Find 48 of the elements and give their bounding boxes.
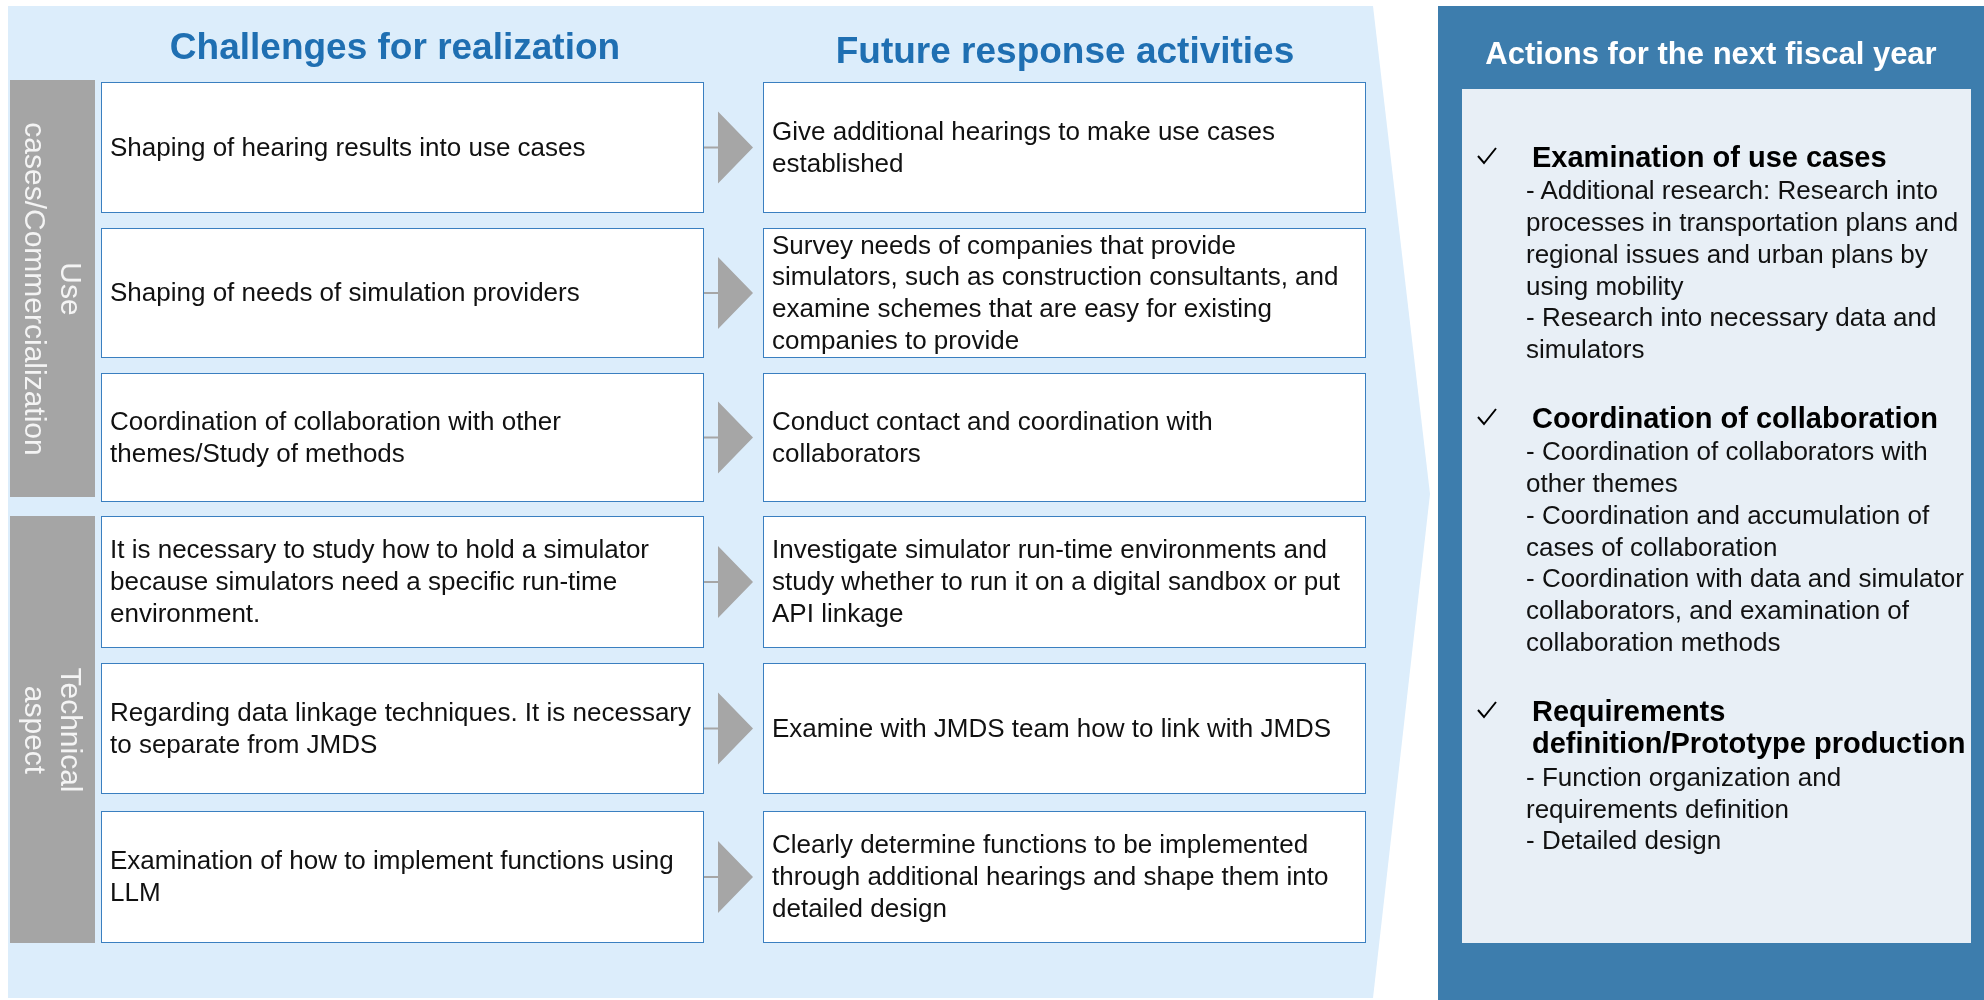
arrow xyxy=(704,111,753,184)
text-box xyxy=(101,516,704,648)
text-box xyxy=(763,811,1366,943)
arrow xyxy=(704,401,753,474)
list-item: - Detailed design xyxy=(1525,825,1723,858)
box-text: Conduct contact and coordination with collaborators xyxy=(772,405,1214,470)
arrow xyxy=(704,257,753,329)
text-box xyxy=(101,228,704,358)
text-box xyxy=(101,82,704,213)
text-box xyxy=(763,516,1366,648)
category-label-bar xyxy=(10,80,95,497)
box-text: Examination of how to implement functions using LLM xyxy=(110,845,675,909)
section-heading: Requirements definition/Prototype production xyxy=(1462,695,1971,760)
box-text: Coordination of collaboration with other themes/Study of methods xyxy=(110,405,562,470)
column-heading: Future response activities xyxy=(835,30,1295,72)
box-text: Examine with JMDS team how to link with JMDS xyxy=(772,712,1332,745)
box-text: It is necessary to study how to hold a simulator because simulators need a specific run-time environment. xyxy=(110,534,651,630)
arrow xyxy=(704,546,753,618)
section-heading: Coordination of collaboration xyxy=(1462,402,1971,435)
box-text: Shaping of hearing results into use cases xyxy=(110,131,586,164)
box-text: Regarding data linkage techniques. It is necessary to separate from JMDS xyxy=(110,696,692,761)
box-text: Shaping of needs of simulation providers xyxy=(110,277,580,309)
box-text: Give additional hearings to make use cases established xyxy=(772,115,1276,180)
actions-list-panel xyxy=(1462,89,1971,943)
box-text: Clearly determine functions to be implemented through additional hearings and shape them into detailed design xyxy=(772,829,1330,925)
actions-panel xyxy=(1438,6,1984,1000)
text-box xyxy=(101,373,704,502)
panel-title: Actions for the next fiscal year xyxy=(1484,36,1938,72)
list-item: - Research into necessary data and simulators xyxy=(1525,302,1938,366)
section-heading: Examination of use cases xyxy=(1462,141,1971,174)
text-box xyxy=(101,663,704,794)
list-item: - Function organization and requirements definition xyxy=(1525,761,1843,826)
list-item: - Coordination and accumulation of cases of collaboration xyxy=(1525,499,1931,564)
category-label-bar xyxy=(10,516,95,943)
category-label: Use cases/Commercialization xyxy=(17,121,89,456)
list-item: - Coordination of collaborators with other themes xyxy=(1525,436,1929,500)
box-text: Survey needs of companies that provide simulators, such as construction consultants, and examine schemes that are easy for existing companies to provide xyxy=(772,229,1340,357)
box-text: Investigate simulator run-time environments and study whether to run it on a digital sandbox or put API linkage xyxy=(772,534,1341,630)
text-box xyxy=(101,811,704,943)
list-item: - Coordination with data and simulator collaborators, and examination of collaboration methods xyxy=(1525,563,1965,659)
text-box xyxy=(763,373,1366,502)
arrow xyxy=(704,692,753,765)
text-box xyxy=(763,82,1366,213)
category-label: Technical aspect xyxy=(17,666,89,793)
list-item: - Additional research: Research into processes in transportation plans and regional issues and urban plans by using mobility xyxy=(1525,175,1960,303)
arrow xyxy=(704,841,753,913)
column-heading: Challenges for realization xyxy=(169,26,621,68)
text-box xyxy=(763,663,1366,794)
